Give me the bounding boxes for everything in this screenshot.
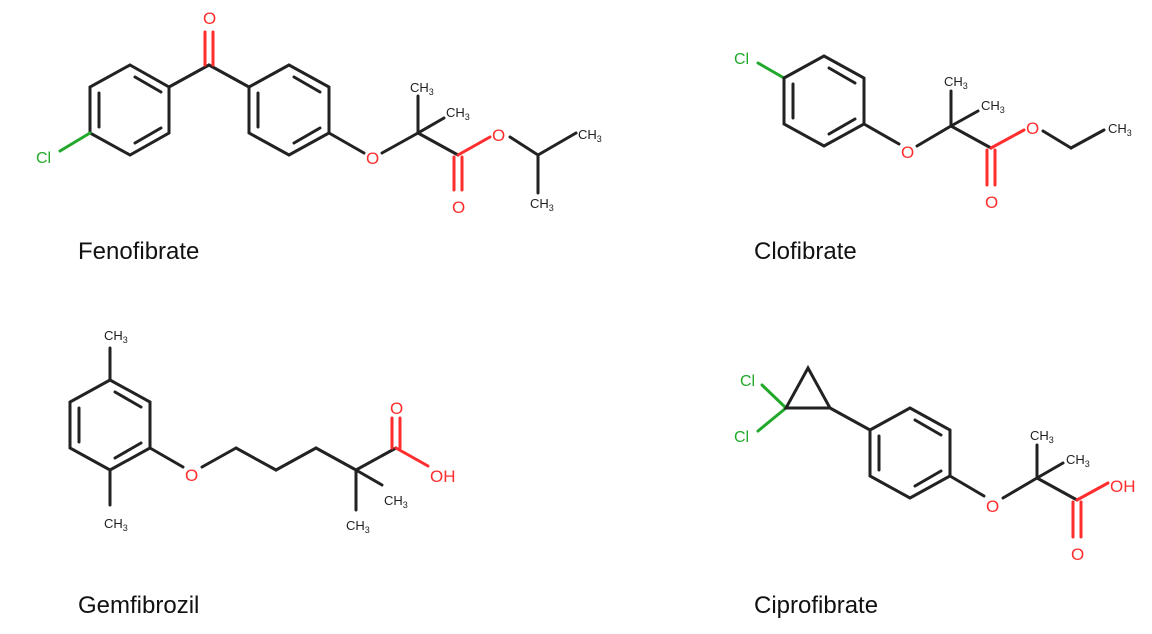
clofibrate-methyl-1: CH3 [944, 74, 968, 91]
fenofibrate-ether-o: O [366, 149, 379, 168]
clofibrate-methyl-3: CH3 [1108, 121, 1132, 138]
clofibrate-ether-o: O [901, 143, 914, 162]
clofibrate-ester-carbonyl-o: O [985, 193, 998, 212]
clofibrate-methyl-2: CH3 [981, 98, 1005, 115]
ciprofibrate-methyl-2: CH3 [1066, 452, 1090, 469]
gemfibrozil-structure: CH3 CH3 O CH3 CH3 O OH [68, 328, 456, 535]
ciprofibrate-acid-carbonyl-o: O [1071, 545, 1084, 564]
ciprofibrate-cl-label-2: Cl [734, 429, 749, 446]
gemfibrozil-methyl-2: CH3 [104, 516, 128, 533]
ciprofibrate-acid-oh: OH [1110, 477, 1136, 496]
gemfibrozil-acid-oh: OH [430, 467, 456, 486]
gemfibrozil-name: Gemfibrozil [78, 592, 200, 619]
clofibrate-cl-label: Cl [734, 51, 749, 68]
fenofibrate-name: Fenofibrate [78, 238, 200, 265]
fenofibrate-methyl-3: CH3 [578, 127, 602, 144]
gemfibrozil-methyl-1: CH3 [104, 328, 128, 345]
fenofibrate-methyl-1: CH3 [410, 80, 434, 97]
clofibrate-name: Clofibrate [754, 238, 857, 265]
fenofibrate-carbonyl-o: O [203, 9, 216, 28]
fenofibrate-ring-2 [247, 63, 331, 157]
gemfibrozil-acid-carbonyl-o: O [390, 399, 403, 418]
ciprofibrate-methyl-1: CH3 [1030, 428, 1054, 445]
ciprofibrate-ring [868, 406, 952, 500]
fenofibrate-cl-bond [58, 131, 92, 153]
fenofibrate-ester-carbonyl-o: O [452, 198, 465, 217]
ciprofibrate-cyclopropane [783, 364, 833, 410]
fenofibrate-ring-1 [88, 63, 171, 157]
gemfibrozil-ring [68, 378, 152, 472]
ciprofibrate-cl-label-1: Cl [740, 373, 755, 390]
ciprofibrate-structure: Cl Cl O CH3 CH3 O OH [734, 364, 1136, 564]
fenofibrate-structure: Cl O O CH3 CH3 O O CH3 CH [36, 9, 602, 217]
fenofibrate-ester-o: O [492, 126, 505, 145]
ciprofibrate-ether-o: O [986, 497, 999, 516]
fenofibrate-cl-label: Cl [36, 150, 51, 167]
ciprofibrate-name: Ciprofibrate [754, 592, 879, 619]
gemfibrozil-methyl-4: CH3 [384, 493, 408, 510]
clofibrate-ester-o: O [1026, 119, 1039, 138]
gemfibrozil-methyl-3: CH3 [346, 518, 370, 535]
clofibrate-ring [782, 54, 866, 148]
fenofibrate-methyl-4: CH3 [530, 196, 554, 213]
gemfibrozil-ether-o: O [185, 466, 198, 485]
clofibrate-structure: Cl O CH3 CH3 O O CH3 [734, 51, 1132, 212]
fenofibrate-methyl-2: CH3 [446, 105, 470, 122]
